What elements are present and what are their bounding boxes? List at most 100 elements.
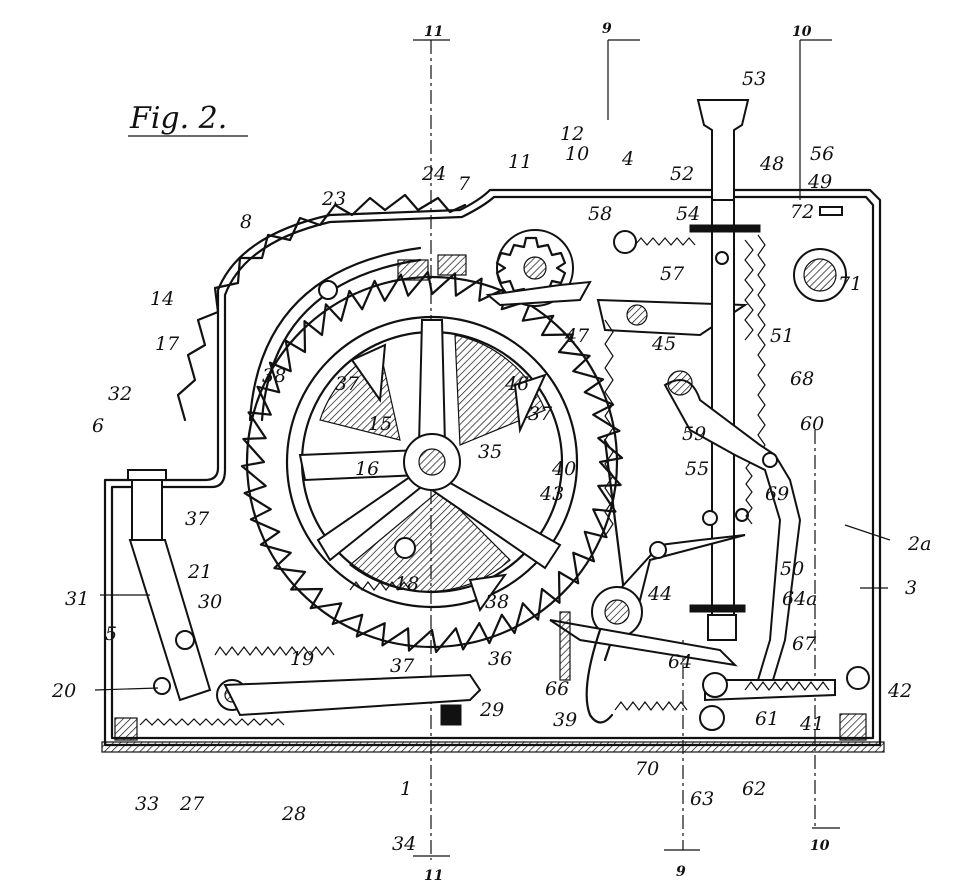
- label-16: 16: [355, 458, 379, 480]
- lever-62: [704, 679, 836, 702]
- label-18: 18: [395, 573, 419, 595]
- label-37-top: 37: [335, 373, 360, 395]
- label-58: 58: [588, 203, 612, 225]
- label-71: 71: [838, 273, 862, 295]
- label-8: 8: [240, 211, 252, 233]
- pin-57: [715, 251, 729, 265]
- pivot-arc-23: [318, 280, 338, 300]
- label-17: 17: [155, 333, 180, 355]
- label-42: 42: [887, 680, 912, 702]
- section-label-9-bottom: 9: [676, 864, 686, 880]
- shaft-16: [418, 448, 446, 476]
- shaft-71: [803, 258, 837, 292]
- pin-55b: [735, 508, 749, 522]
- block-64a: [707, 614, 737, 641]
- label-44: 44: [647, 583, 672, 605]
- label-29: 29: [479, 699, 504, 721]
- label-53: 53: [742, 68, 766, 90]
- lever-46-top: [485, 280, 592, 307]
- wheel-web-bottom: [349, 489, 511, 593]
- label-50: 50: [780, 558, 804, 580]
- label-68: 68: [790, 368, 814, 390]
- label-36: 36: [488, 648, 512, 670]
- label-54: 54: [676, 203, 700, 225]
- label-12: 12: [560, 123, 584, 145]
- pivot-18: [394, 537, 416, 559]
- leader-lines: [94, 524, 891, 691]
- shaft-11: [523, 256, 547, 280]
- label-61: 61: [755, 708, 779, 730]
- leader-2a: [844, 524, 891, 541]
- label-43: 43: [539, 483, 564, 505]
- label-31: 31: [65, 588, 89, 610]
- label-64: 64: [668, 651, 692, 673]
- label-1: 1: [400, 778, 412, 800]
- label-38-bottom: 38: [485, 591, 509, 613]
- spoke-top: [417, 319, 447, 446]
- label-45: 45: [651, 333, 676, 355]
- corner-block-right: [839, 713, 867, 741]
- label-11: 11: [508, 151, 532, 173]
- spring-57: [634, 237, 696, 246]
- label-15: 15: [368, 413, 392, 435]
- arc-23: [248, 246, 422, 422]
- label-64a: 64a: [782, 588, 818, 610]
- label-33: 33: [135, 793, 159, 815]
- lever-28: [223, 673, 482, 717]
- ratchet-teeth: [240, 270, 624, 654]
- label-52: 52: [670, 163, 694, 185]
- label-14: 14: [150, 288, 174, 310]
- label-28: 28: [281, 803, 306, 825]
- post-32: [131, 469, 163, 546]
- pawl-37-top: [350, 343, 387, 403]
- spring-69: [745, 459, 753, 525]
- label-37-left: 37: [185, 508, 210, 530]
- label-30: 30: [198, 591, 222, 613]
- section-label-9-top: 9: [602, 21, 612, 37]
- label-40: 40: [551, 458, 576, 480]
- spring-19: [214, 645, 335, 656]
- label-34: 34: [392, 833, 416, 855]
- label-37-right: 37: [528, 403, 553, 425]
- reference-numerals: 53 4 56 48 49 52 72 54 12 10 11 7 24 23 …: [51, 68, 931, 855]
- stop-block-left: [397, 259, 429, 281]
- label-55: 55: [685, 458, 709, 480]
- label-21: 21: [187, 561, 212, 583]
- label-70: 70: [635, 758, 659, 780]
- pivot-30: [175, 630, 195, 650]
- label-37-bottom: 37: [390, 655, 415, 677]
- figure-title: Fig. 2.: [129, 101, 227, 136]
- label-49: 49: [807, 171, 832, 193]
- label-10: 10: [565, 143, 589, 165]
- label-6: 6: [92, 415, 104, 437]
- label-27: 27: [179, 793, 205, 815]
- label-48: 48: [759, 153, 784, 175]
- pivot-61: [702, 672, 728, 698]
- section-label-10-bottom: 10: [810, 838, 830, 854]
- corner-block-left: [114, 717, 138, 741]
- section-label-10-top: 10: [792, 24, 812, 40]
- label-46: 46: [504, 373, 529, 395]
- pawl-37-right: [513, 373, 547, 434]
- arc-23-inner: [260, 258, 422, 422]
- pawl-37-bottom: [468, 573, 508, 613]
- shaft-39: [604, 599, 630, 625]
- wheel-rim-inner: [285, 315, 579, 609]
- section-lines: [413, 39, 840, 860]
- collar-52: [689, 224, 761, 233]
- label-32: 32: [108, 383, 132, 405]
- label-4: 4: [621, 148, 634, 170]
- stop-66: [559, 611, 571, 681]
- knob-53: [696, 99, 750, 201]
- label-19: 19: [290, 648, 314, 670]
- label-2a: 2a: [907, 533, 931, 555]
- spring-inner: [349, 581, 411, 591]
- pin-42: [846, 666, 870, 690]
- label-72: 72: [790, 201, 814, 223]
- collar-50: [689, 604, 746, 613]
- label-56: 56: [810, 143, 834, 165]
- label-59: 59: [682, 423, 706, 445]
- label-57: 57: [660, 263, 685, 285]
- label-3: 3: [905, 577, 917, 599]
